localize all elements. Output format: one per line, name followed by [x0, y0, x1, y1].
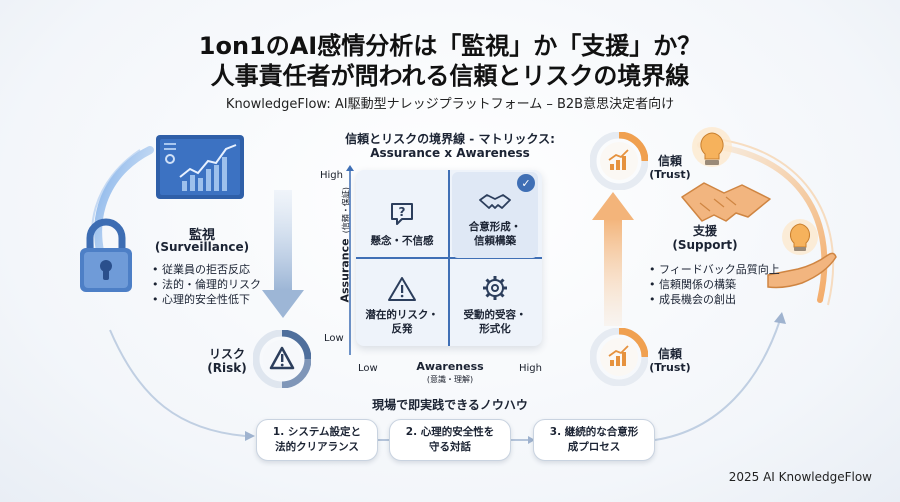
matrix-title: 信頼とリスクの境界線 - マトリックス:: [345, 132, 555, 146]
quadrant-label: 潜在的リスク・ 反発: [365, 309, 439, 335]
y-axis-low: Low: [324, 333, 344, 344]
list-item: 法的・倫理的リスク: [152, 277, 261, 292]
quadrant-label: 懸念・不信感: [370, 235, 434, 247]
trust-top-label-en: (Trust): [649, 168, 691, 181]
support-bullets: フィードバック品質向上 信頼関係の構築 成長機会の創出: [649, 262, 780, 307]
lightbulb-icon: [692, 127, 732, 167]
warning-icon: [388, 277, 416, 301]
quadrant-concern: ? 懸念・不信感: [359, 172, 445, 258]
x-axis-label: Awareness: [416, 360, 484, 373]
trust-top-label: 信頼: [657, 154, 682, 168]
check-badge-icon: ✓: [517, 174, 535, 192]
matrix-title-en: Assurance x Awareness: [370, 146, 530, 160]
warning-gauge-icon: [252, 329, 312, 389]
x-axis-low: Low: [358, 363, 378, 374]
svg-text:?: ?: [399, 205, 406, 219]
trust-bottom-label: 信頼: [657, 347, 682, 361]
trust-gauge-icon: [589, 327, 649, 387]
list-item: 成長機会の創出: [649, 292, 780, 307]
risk-label-en: (Risk): [207, 361, 247, 375]
lightbulb-icon: [782, 219, 818, 255]
list-item: 心理的安全性低下: [152, 292, 261, 307]
page-subtitle: KnowledgeFlow: AI駆動型ナレッジプラットフォーム – B2B意思…: [225, 97, 675, 112]
x-axis-high: High: [519, 363, 542, 374]
down-arrow: [274, 190, 292, 290]
lock-icon: [76, 216, 136, 296]
step-1: 1. システム設定と 法的クリアランス: [256, 419, 378, 461]
list-item: 従業員の拒否反応: [152, 262, 261, 277]
quadrant-label: 受動的受容・ 形式化: [463, 309, 527, 335]
analytics-chart-icon: [154, 133, 246, 205]
rising-flow-arc: [654, 319, 781, 441]
risk-label: リスク: [208, 347, 245, 361]
quadrant-consensus: 合意形成・ 信頼構築: [452, 172, 538, 258]
footer-brand: 2025 AI KnowledgeFlow: [728, 470, 872, 484]
handshake-lightbulb-icon: [680, 125, 840, 305]
page-title-line2: 人事責任者が問われる信頼とリスクの境界線: [210, 62, 690, 90]
support-label-en: (Support): [672, 238, 738, 252]
handshake-icon: [479, 194, 511, 209]
surveillance-label: 監視: [188, 228, 215, 243]
lower-flow-arc: [109, 329, 246, 437]
x-axis-sub: (意識・理解): [426, 375, 474, 384]
trust-bottom-label-en: (Trust): [649, 361, 691, 374]
surveillance-bullets: 従業員の拒否反応 法的・倫理的リスク 心理的安全性低下: [152, 262, 261, 307]
quadrant-label: 合意形成・ 信頼構築: [468, 221, 522, 247]
matrix-horizontal-divider: [356, 257, 542, 259]
gear-icon: [483, 276, 507, 300]
list-item: 信頼関係の構築: [649, 277, 780, 292]
matrix-axes: [346, 165, 354, 355]
trust-gauge-icon: [589, 131, 649, 191]
quadrant-passive: 受動的受容・ 形式化: [452, 260, 538, 346]
up-arrow: [604, 218, 622, 326]
step-2: 2. 心理的安全性を 守る対話: [389, 419, 511, 461]
list-item: フィードバック品質向上: [649, 262, 780, 277]
surveillance-label-en: (Surveillance): [154, 240, 250, 254]
y-axis-high: High: [320, 170, 343, 181]
quadrant-latent-risk: 潜在的リスク・ 反発: [359, 260, 445, 346]
knowhow-title: 現場で即実践できるノウハウ: [372, 398, 528, 412]
question-icon: ?: [391, 203, 413, 225]
support-label: 支援: [692, 224, 717, 238]
page-title-line1: 1on1のAI感情分析は「監視」か「支援」か？: [198, 32, 702, 60]
step-3: 3. 継続的な合意形 成プロセス: [533, 419, 655, 461]
